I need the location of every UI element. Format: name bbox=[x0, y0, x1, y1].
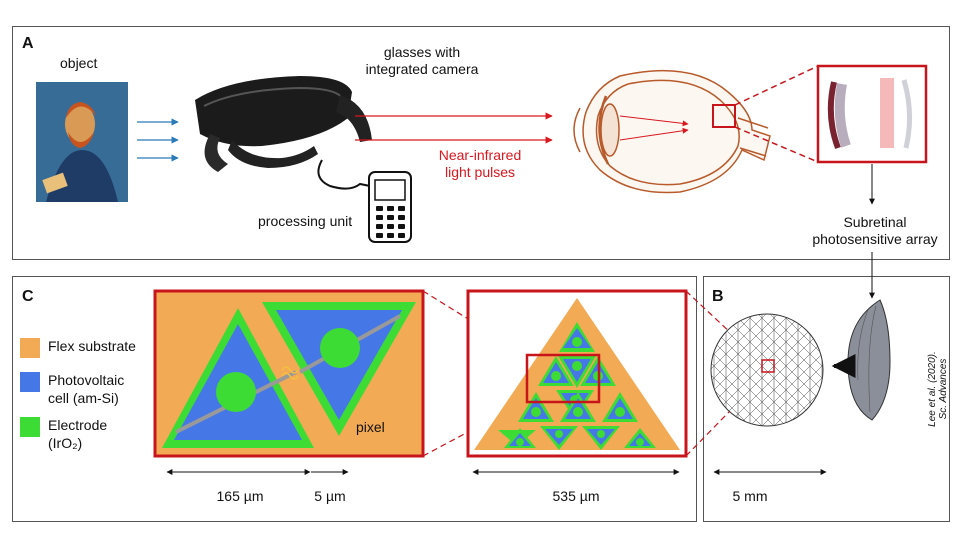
input-arrows bbox=[137, 118, 179, 162]
pixel-pair-zoom bbox=[153, 289, 425, 458]
object-label: object bbox=[60, 55, 98, 71]
legend-swatch-electrode bbox=[20, 417, 40, 437]
subretinal-label-line2: photosensitive array bbox=[812, 230, 938, 247]
scale-implant-width: 5 mm bbox=[732, 488, 768, 504]
scale-gap: 5 µm bbox=[314, 488, 346, 504]
legend-electrode: Electrode (IrO₂) bbox=[20, 417, 107, 452]
cable bbox=[317, 159, 371, 190]
implant-mesh bbox=[710, 313, 824, 427]
panel-a bbox=[12, 26, 950, 260]
glasses-label-line2: integrated camera bbox=[365, 60, 479, 77]
scale-array-width: 535 µm bbox=[552, 488, 600, 504]
subretinal-label: Subretinal photosensitive array bbox=[800, 214, 950, 248]
retina-zoom-inset bbox=[816, 64, 928, 164]
scale-pixel-width: 165 µm bbox=[216, 488, 264, 504]
panel-c-letter: C bbox=[22, 288, 34, 305]
nir-label-line2: light pulses bbox=[444, 163, 516, 180]
panel-b-letter: B bbox=[712, 288, 724, 305]
legend-text-electrode: Electrode (IrO₂) bbox=[48, 417, 108, 451]
processing-unit-label: processing unit bbox=[258, 213, 353, 229]
retina-highlight-box bbox=[712, 104, 736, 128]
legend-text-cell: Photovoltaic cell (am-Si) bbox=[48, 372, 125, 406]
eye-diagram bbox=[573, 69, 771, 194]
nir-arrows bbox=[355, 112, 553, 144]
legend-text-substrate: Flex substrate bbox=[48, 338, 136, 354]
glasses-label-line1: glasses with bbox=[383, 44, 461, 60]
portrait-image bbox=[36, 82, 128, 202]
citation: Lee et al. (2020). Sc. Advances bbox=[927, 351, 949, 427]
nir-label: Near-infrared light pulses bbox=[410, 147, 550, 181]
glasses-label: glasses with integrated camera bbox=[342, 44, 502, 78]
nir-label-line1: Near-infrared bbox=[438, 147, 522, 163]
subretinal-label-line1: Subretinal bbox=[843, 214, 907, 230]
legend-flex-substrate: Flex substrate bbox=[20, 338, 136, 358]
vr-glasses-icon bbox=[195, 76, 372, 172]
pixel-array bbox=[466, 289, 688, 458]
pixel-label: pixel bbox=[356, 419, 385, 435]
legend-photovoltaic: Photovoltaic cell (am-Si) bbox=[20, 372, 124, 407]
legend-swatch-cell bbox=[20, 372, 40, 392]
legend-swatch-substrate bbox=[20, 338, 40, 358]
panel-a-letter: A bbox=[22, 35, 34, 52]
processing-unit-icon bbox=[368, 171, 412, 243]
